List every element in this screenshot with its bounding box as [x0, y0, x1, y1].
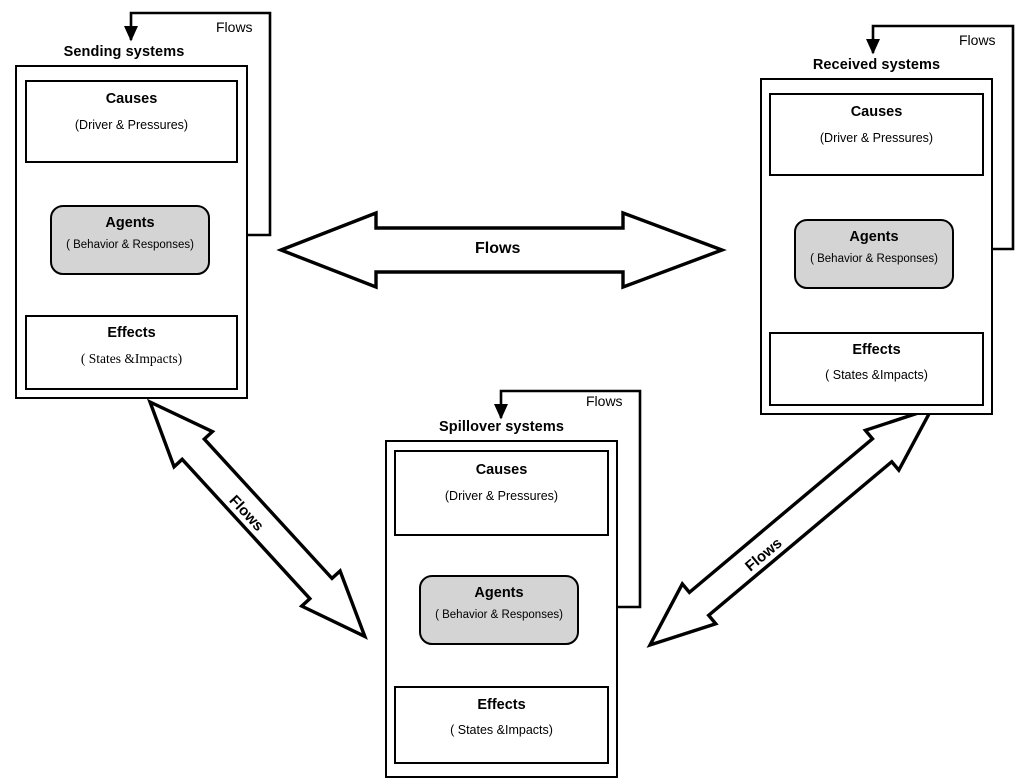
loop-flow-label-spillover: Flows: [586, 393, 623, 409]
connector-label-sending-received: Flows: [475, 240, 521, 257]
system-title-received: Received systems: [812, 57, 941, 73]
effects-box-spillover[interactable]: Effects ( States &Impacts): [394, 686, 609, 764]
feedback-loop-sending: [123, 11, 272, 237]
feedback-loop-spillover: [493, 389, 642, 609]
causes-box-received[interactable]: Causes (Driver & Pressures): [769, 93, 984, 176]
agents-box-received[interactable]: Agents ( Behavior & Responses): [794, 219, 954, 289]
effects-box-received[interactable]: Effects ( States &Impacts): [769, 332, 984, 406]
causes-subtitle: (Driver & Pressures): [74, 118, 189, 132]
system-received: Received systems Causes (Driver & Pressu…: [740, 0, 1024, 425]
effects-title: Effects: [107, 325, 156, 341]
agents-title: Agents: [849, 229, 899, 245]
agents-box-sending[interactable]: Agents ( Behavior & Responses): [50, 205, 210, 275]
flow-arrow-spillover-received: [646, 405, 936, 648]
effects-subtitle: ( States &Impacts): [80, 351, 183, 366]
agents-subtitle: ( Behavior & Responses): [66, 239, 194, 251]
flow-arrow-sending-spillover: [146, 398, 368, 640]
system-title-sending: Sending systems: [63, 44, 185, 60]
effects-title: Effects: [477, 697, 526, 713]
system-spillover: Spillover systems Causes (Driver & Press…: [365, 378, 655, 783]
feedback-loop-received: [865, 24, 1015, 251]
causes-box-spillover[interactable]: Causes (Driver & Pressures): [394, 450, 609, 536]
agents-box-spillover[interactable]: Agents ( Behavior & Responses): [419, 575, 579, 645]
causes-subtitle: (Driver & Pressures): [444, 489, 559, 503]
agents-title: Agents: [474, 585, 524, 601]
effects-subtitle: ( States &Impacts): [825, 368, 928, 382]
causes-title: Causes: [105, 91, 158, 107]
causes-subtitle: (Driver & Pressures): [819, 131, 934, 145]
agents-subtitle: ( Behavior & Responses): [810, 253, 938, 265]
system-sending: Sending systems Causes (Driver & Pressur…: [0, 0, 300, 410]
causes-title: Causes: [850, 104, 903, 120]
loop-flow-label-received: Flows: [959, 32, 996, 48]
effects-box-sending[interactable]: Effects ( States &Impacts): [25, 315, 238, 390]
effects-title: Effects: [852, 342, 901, 358]
agents-title: Agents: [105, 215, 155, 231]
agents-subtitle: ( Behavior & Responses): [435, 609, 563, 621]
causes-title: Causes: [475, 462, 528, 478]
causes-box-sending[interactable]: Causes (Driver & Pressures): [25, 80, 238, 163]
flow-arrow-sending-received: [276, 210, 727, 290]
system-title-spillover: Spillover systems: [438, 419, 564, 435]
loop-flow-label-sending: Flows: [216, 19, 253, 35]
effects-subtitle: ( States &Impacts): [450, 723, 553, 737]
